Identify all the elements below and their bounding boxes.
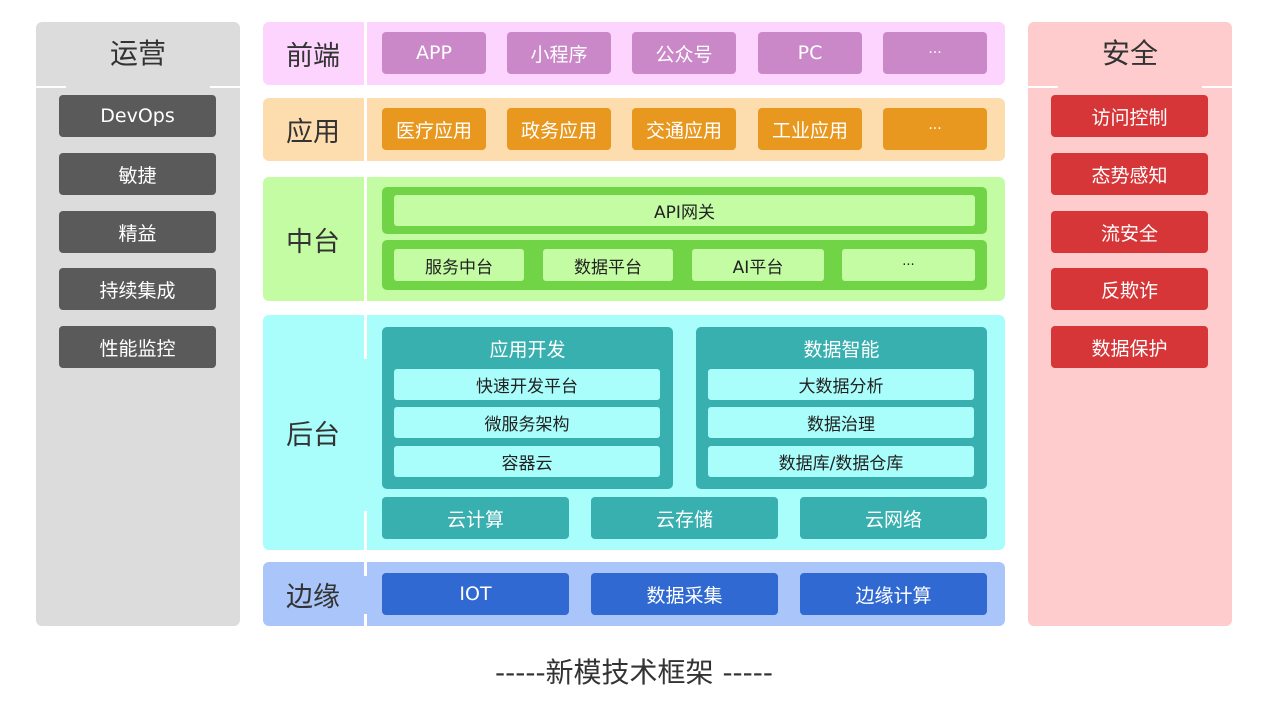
divider [364, 177, 367, 301]
frontend-item-app[interactable]: APP [382, 32, 486, 74]
edge-item-iot[interactable]: IOT [382, 573, 569, 615]
data-intel-item-big-data[interactable]: 大数据分析 [708, 369, 974, 400]
divider [364, 614, 367, 626]
api-gateway[interactable]: API网关 [394, 195, 975, 226]
layer-backend: 后台 应用开发 快速开发平台 微服务架构 容器云 数据智能 大数据分析 数据治理… [263, 315, 1005, 550]
layer-label-backend: 后台 [286, 420, 340, 451]
app-item-medical[interactable]: 医疗应用 [382, 108, 486, 150]
ops-item-ci[interactable]: 持续集成 [59, 268, 216, 310]
frontend-item-more[interactable]: ··· [883, 32, 987, 74]
layer-label-edge: 边缘 [286, 581, 340, 613]
divider [364, 562, 367, 576]
edge-item-edge-computing[interactable]: 边缘计算 [800, 573, 987, 615]
app-item-transport[interactable]: 交通应用 [632, 108, 736, 150]
app-dev-title: 应用开发 [489, 338, 566, 361]
app-item-government[interactable]: 政务应用 [507, 108, 611, 150]
frontend-item-miniprogram[interactable]: 小程序 [507, 32, 611, 74]
app-dev-item-container-cloud[interactable]: 容器云 [394, 446, 660, 477]
divider [1028, 86, 1058, 88]
layer-label-application: 应用 [286, 117, 340, 148]
divider [1202, 86, 1232, 88]
app-dev-item-rapid-dev[interactable]: 快速开发平台 [394, 369, 660, 400]
middle-item-more[interactable]: ··· [842, 249, 975, 281]
security-item-access-control[interactable]: 访问控制 [1051, 95, 1208, 137]
app-item-more[interactable]: ··· [883, 108, 987, 150]
frontend-item-pc[interactable]: PC [758, 32, 862, 74]
platform-bar: 服务中台 数据平台 AI平台 ··· [382, 240, 987, 290]
layer-frontend: 前端 APP 小程序 公众号 PC ··· [263, 22, 1005, 85]
layer-edge: 边缘 IOT 数据采集 边缘计算 [263, 562, 1005, 626]
security-item-flow-security[interactable]: 流安全 [1051, 211, 1208, 253]
security-item-data-protection[interactable]: 数据保护 [1051, 326, 1208, 368]
ops-title: 运营 [109, 37, 166, 70]
cloud-storage[interactable]: 云存储 [591, 497, 778, 539]
app-item-industrial[interactable]: 工业应用 [758, 108, 862, 150]
layer-label-frontend: 前端 [286, 41, 340, 72]
divider [364, 98, 367, 161]
api-gateway-bar: API网关 [382, 187, 987, 234]
ops-panel: 运营 DevOps 敏捷 精益 持续集成 性能监控 [36, 22, 240, 626]
divider [36, 86, 66, 88]
middle-item-service-platform[interactable]: 服务中台 [394, 249, 524, 281]
data-intel-block: 数据智能 大数据分析 数据治理 数据库/数据仓库 [696, 327, 987, 489]
security-panel: 安全 访问控制 态势感知 流安全 反欺诈 数据保护 [1028, 22, 1232, 626]
layer-label-middle: 中台 [286, 226, 340, 258]
data-intel-item-governance[interactable]: 数据治理 [708, 407, 974, 438]
data-intel-item-warehouse[interactable]: 数据库/数据仓库 [708, 446, 974, 477]
divider [210, 86, 240, 88]
middle-item-data-platform[interactable]: 数据平台 [543, 249, 673, 281]
cloud-network[interactable]: 云网络 [800, 497, 987, 539]
ops-item-lean[interactable]: 精益 [59, 211, 216, 253]
layer-middle-platform: 中台 API网关 服务中台 数据平台 AI平台 ··· [263, 177, 1005, 301]
security-title: 安全 [1101, 37, 1158, 70]
ops-item-perf-monitoring[interactable]: 性能监控 [59, 326, 216, 368]
middle-item-ai-platform[interactable]: AI平台 [692, 249, 824, 281]
ops-item-devops[interactable]: DevOps [59, 95, 216, 137]
ops-item-agile[interactable]: 敏捷 [59, 153, 216, 195]
divider [364, 22, 367, 85]
app-dev-block: 应用开发 快速开发平台 微服务架构 容器云 [382, 327, 673, 489]
edge-item-data-collection[interactable]: 数据采集 [591, 573, 778, 615]
layer-application: 应用 医疗应用 政务应用 交通应用 工业应用 ··· [263, 98, 1005, 161]
cloud-compute[interactable]: 云计算 [382, 497, 569, 539]
security-item-situational-awareness[interactable]: 态势感知 [1051, 153, 1208, 195]
security-item-anti-fraud[interactable]: 反欺诈 [1051, 268, 1208, 310]
divider [364, 511, 367, 550]
app-dev-item-microservices[interactable]: 微服务架构 [394, 407, 660, 438]
diagram-title: -----新模技术框架 ----- [495, 656, 773, 689]
frontend-item-official-account[interactable]: 公众号 [632, 32, 736, 74]
divider [364, 315, 367, 359]
data-intel-title: 数据智能 [803, 338, 880, 361]
